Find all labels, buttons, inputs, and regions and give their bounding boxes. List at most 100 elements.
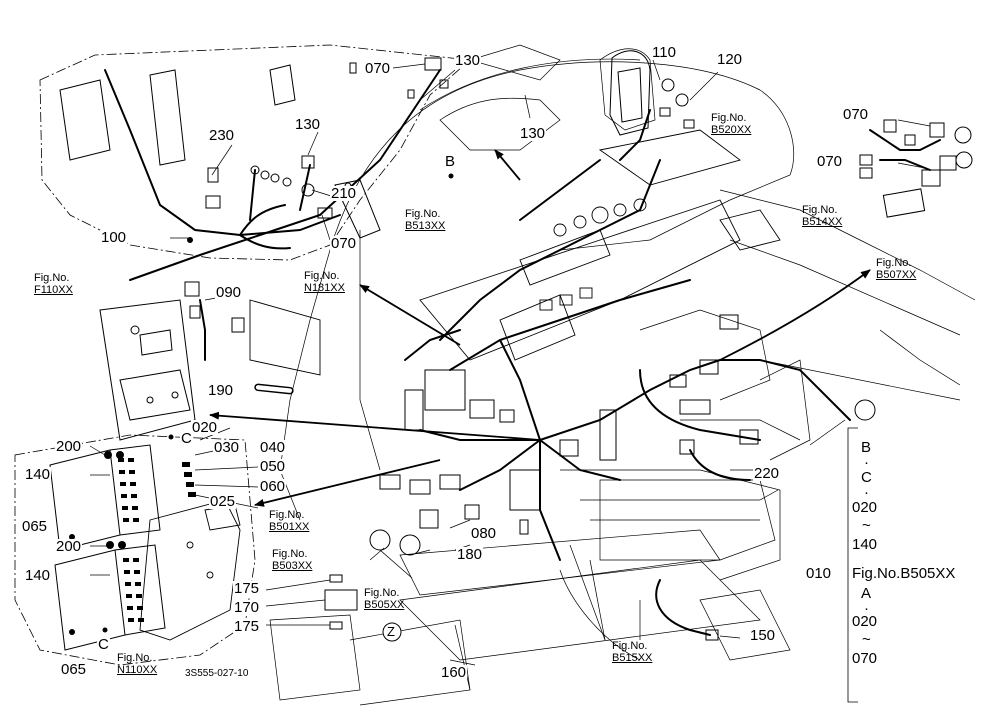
part-label-200: 200 [55,538,83,555]
inset-outline-top [39,44,471,261]
bolts [69,237,193,635]
fig-code: F110XX [34,284,73,296]
part-label-100: 100 [100,229,128,246]
part-label-150: 150 [749,627,777,644]
reference-dot-b [448,173,454,179]
part-label-060: 060 [259,478,287,495]
part-label-210: 210 [330,185,358,202]
part-label-080: 080 [470,525,498,542]
part-label-070: 070 [330,235,358,252]
assembly-key-tilde: ~ [862,631,871,648]
assembly-ref-number: 010 [806,565,832,582]
fig-prefix: Fig.No. [405,208,441,220]
part-label-175: 175 [233,580,261,597]
fig-ref-b513: Fig.No. B513XX [405,208,445,232]
leader-lines [89,59,931,666]
part-label-175: 175 [233,618,261,635]
part-label-020: 020 [191,419,219,436]
fig-code: B507XX [876,269,917,281]
fig-ref-f110: Fig.No. F110XX [34,272,73,296]
reference-dot-c1 [168,434,174,440]
part-label-065: 065 [60,661,88,678]
part-label-c: C [97,636,110,653]
fig-code: B513XX [405,220,446,232]
inset-outline-fusebox [14,434,256,666]
fig-code: N110XX [117,664,158,676]
part-label-050: 050 [259,458,287,475]
drawing-number: 3S555-027-10 [185,668,249,679]
fig-prefix: Fig.No. [304,270,340,282]
fig-ref-b503: Fig.No. B503XX [272,548,312,572]
fig-ref-n181: Fig.No. N181XX [304,270,345,294]
part-label-140: 140 [24,567,52,584]
fig-code: N181XX [304,282,345,294]
part-label-190: 190 [207,382,235,399]
fig-code: B505XX [364,599,405,611]
part-label-090: 090 [215,284,243,301]
assembly-key-a: A [861,585,872,602]
fig-ref-b515: Fig.No. B515XX [612,640,652,664]
fig-prefix: Fig.No. [34,272,70,284]
reference-dot-c2 [102,627,108,633]
part-label-230: 230 [208,127,236,144]
relay-bracket [99,299,196,441]
assembly-key-c: C [861,469,872,486]
part-label-025: 025 [209,493,237,510]
fig-prefix: Fig.No. [272,548,308,560]
fig-prefix: Fig.No. [364,587,400,599]
fig-code: B514XX [802,216,843,228]
fig-prefix: Fig.No. [876,257,912,269]
assembly-key-dot: · [864,484,869,501]
fuse-box-upper [49,444,161,551]
assembly-key-to: 140 [852,536,878,553]
part-label-200: 200 [55,438,83,455]
assembly-key-tilde: ~ [862,517,871,534]
fig-prefix: Fig.No. [802,204,838,216]
assembly-key-b: B [861,439,872,456]
assembly-key-from: 020 [852,613,878,630]
callout-arrows [209,149,871,507]
part-label-110: 110 [651,44,677,61]
part-label-130: 130 [519,125,547,142]
assembly-key-dot: · [864,600,869,617]
part-label-040: 040 [259,439,287,456]
part-label-130: 130 [294,116,322,133]
part-label-065: 065 [21,518,49,535]
instrument-panel [419,129,781,361]
fig-code: B520XX [711,124,752,136]
fig-ref-b520: Fig.No. B520XX [711,112,751,136]
part-label-130: 130 [454,52,482,69]
bolt-190 [254,383,294,395]
assembly-fig-ref: Fig.No.B505XX [852,565,956,582]
fig-ref-b507: Fig.No. B507XX [876,257,916,281]
part-label-170: 170 [233,599,261,616]
assembly-key-from: 020 [852,499,878,516]
fuse-holder-bracket [139,499,241,641]
part-label-120: 120 [716,51,744,68]
assembly-bracket [847,427,858,703]
fig-prefix: Fig.No. [711,112,747,124]
fig-ref-b505: Fig.No. B505XX [364,587,404,611]
part-label-c: C [180,430,193,447]
assembly-key-dot: · [864,454,869,471]
part-label-070: 070 [842,106,870,123]
fig-code: B503XX [272,560,313,572]
fig-ref-b514: Fig.No. B514XX [802,204,842,228]
part-label-z: Z [387,624,395,639]
cover-plate [249,299,321,376]
assembly-key-to: 070 [852,650,878,667]
fig-ref-n110: Fig.No. N110XX [117,652,157,676]
fuses [118,458,196,622]
part-label-160: 160 [440,664,468,681]
switch-parts [609,50,695,136]
part-label-140: 140 [24,466,52,483]
fig-code: B501XX [269,521,310,533]
harness-connectors [324,314,876,641]
right-connectors [859,119,973,218]
part-label-070: 070 [816,153,844,170]
part-label-b: B [444,153,457,170]
fig-prefix: Fig.No. [612,640,648,652]
fig-prefix: Fig.No. [269,509,305,521]
wire-harness [104,69,941,636]
part-label-180: 180 [456,546,484,563]
